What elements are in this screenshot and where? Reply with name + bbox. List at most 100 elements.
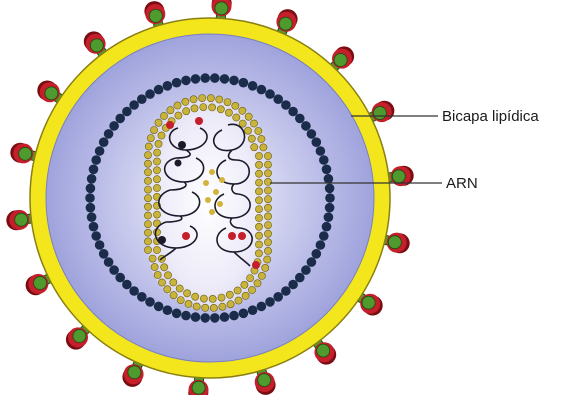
capsid-bead	[183, 108, 190, 115]
matrix-bead	[319, 155, 329, 165]
capsid-bead	[233, 114, 240, 121]
capsid-bead	[255, 179, 262, 186]
capsid-bead	[153, 184, 160, 191]
matrix-bead	[181, 311, 191, 321]
capsid-bead	[207, 95, 214, 102]
capsid-bead	[174, 102, 181, 109]
capsid-bead	[144, 238, 151, 245]
capsid-bead	[264, 152, 271, 159]
matrix-bead	[115, 114, 125, 124]
capsid-bead	[144, 221, 151, 228]
capsid-bead	[192, 293, 199, 300]
matrix-bead	[210, 73, 220, 83]
capsid-bead	[191, 105, 198, 112]
matrix-bead	[172, 78, 182, 88]
capsid-bead	[239, 107, 246, 114]
capsid-bead	[248, 135, 255, 142]
matrix-bead	[163, 305, 173, 315]
capsid-bead	[164, 286, 171, 293]
matrix-bead	[200, 313, 210, 323]
matrix-bead	[85, 193, 95, 203]
matrix-bead	[191, 312, 201, 322]
matrix-bead	[109, 121, 119, 131]
capsid-bead	[144, 195, 151, 202]
matrix-bead	[281, 100, 291, 110]
capsid-bead	[245, 113, 252, 120]
matrix-bead	[86, 203, 96, 213]
capsid-bead	[234, 287, 241, 294]
matrix-bead	[154, 85, 164, 95]
capsid-bead	[164, 272, 171, 279]
capsid-bead	[161, 264, 168, 271]
capsid-bead	[264, 247, 271, 254]
matrix-bead	[95, 146, 105, 156]
capsid-bead	[209, 104, 216, 111]
capsid-bead	[151, 263, 158, 270]
capsid-bead	[264, 222, 271, 229]
capsid-bead	[255, 232, 262, 239]
matrix-bead	[257, 85, 267, 95]
matrix-bead	[86, 184, 96, 194]
capsid-bead	[147, 135, 154, 142]
matrix-bead	[325, 203, 335, 213]
matrix-bead	[129, 286, 139, 296]
matrix-bead	[239, 78, 249, 88]
matrix-bead	[122, 107, 132, 117]
capsid-bead	[155, 140, 162, 147]
matrix-bead	[87, 174, 97, 184]
matrix-bead	[91, 231, 101, 241]
matrix-bead	[145, 297, 155, 307]
matrix-bead	[316, 240, 326, 250]
label-rna: ARN	[446, 175, 478, 192]
capsid-bead	[182, 98, 189, 105]
matrix-bead	[324, 212, 334, 222]
matrix-bead	[172, 309, 182, 319]
matrix-bead	[181, 76, 191, 86]
capsid-bead	[224, 99, 231, 106]
matrix-bead	[316, 146, 326, 156]
capsid-bead	[144, 212, 151, 219]
capsid-bead	[258, 135, 265, 142]
capsid-bead	[255, 197, 262, 204]
matrix-bead	[137, 94, 147, 104]
matrix-bead	[325, 193, 335, 203]
matrix-bead	[295, 114, 305, 124]
capsid-bead	[167, 107, 174, 114]
capsid-bead	[255, 188, 262, 195]
matrix-bead	[109, 265, 119, 275]
capsid-bead	[241, 281, 248, 288]
capsid-bead	[153, 158, 160, 165]
matrix-bead	[248, 81, 258, 91]
matrix-bead	[312, 249, 322, 259]
capsid-bead	[144, 203, 151, 210]
matrix-bead	[229, 76, 239, 86]
capsid-bead	[200, 295, 207, 302]
capsid-bead	[226, 291, 233, 298]
capsid-bead	[155, 119, 162, 126]
matrix-bead	[99, 137, 109, 147]
matrix-bead	[324, 174, 334, 184]
matrix-bead	[322, 222, 332, 232]
capsid-bead	[175, 112, 182, 119]
capsid-bead	[154, 149, 161, 156]
capsid-bead	[216, 96, 223, 103]
matrix-bead	[163, 81, 173, 91]
capsid-bead	[144, 169, 151, 176]
matrix-bead	[115, 273, 125, 283]
matrix-bead	[91, 155, 101, 165]
matrix-bead	[122, 280, 132, 290]
capsid-bead	[255, 223, 262, 230]
capsid-bead	[227, 301, 234, 308]
capsid-bead	[260, 144, 267, 151]
capsid-bead	[170, 279, 177, 286]
matrix-bead	[257, 302, 267, 312]
capsid-bead	[244, 127, 251, 134]
matrix-bead	[301, 265, 311, 275]
capsid-bead	[247, 275, 254, 282]
capsid-bead	[144, 246, 151, 253]
capsid-bead	[232, 102, 239, 109]
capsid-bead	[160, 112, 167, 119]
label-lipid-bilayer: Bicapa lipídica	[442, 108, 539, 125]
capsid-bead	[217, 106, 224, 113]
